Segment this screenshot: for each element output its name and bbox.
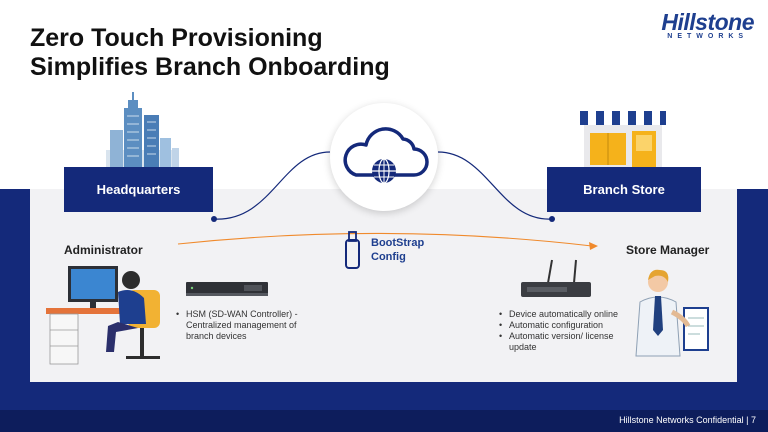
branch-bullet-list: Device automatically online Automatic co… xyxy=(497,309,637,353)
bootstrap-line-1: BootStrap xyxy=(371,237,425,249)
logo-subtext: NETWORKS xyxy=(667,33,749,40)
cloud-circle xyxy=(330,103,438,211)
title-line-1: Zero Touch Provisioning xyxy=(30,24,323,52)
usb-stick-icon xyxy=(345,231,360,269)
branch-connector-dot xyxy=(549,216,555,222)
controller-device-icon xyxy=(186,282,268,296)
administrator-figure xyxy=(46,266,160,365)
hsm-bullet-list: HSM (SD-WAN Controller) - Centralized ma… xyxy=(174,309,314,342)
store-manager-figure xyxy=(635,269,709,357)
cloud-branch-connector xyxy=(437,151,553,220)
branch-store-box: Branch Store xyxy=(547,167,701,212)
title-line-2: Simplifies Branch Onboarding xyxy=(30,53,390,81)
bootstrap-config-label: BootStrap Config xyxy=(371,236,424,264)
hq-connector-dot xyxy=(211,216,217,222)
headquarters-box: Headquarters xyxy=(64,167,213,212)
administrator-label: Administrator xyxy=(64,243,143,257)
cloud-globe-icon xyxy=(343,127,429,184)
slide-title: Zero Touch Provisioning Simplifies Branc… xyxy=(30,24,390,82)
list-item: Device automatically online xyxy=(497,309,637,320)
hq-cloud-connector xyxy=(213,151,331,220)
router-icon xyxy=(521,259,591,297)
provisioning-arrowhead xyxy=(589,242,598,250)
office-building-icon xyxy=(106,92,179,170)
list-item: HSM (SD-WAN Controller) - Centralized ma… xyxy=(174,309,314,342)
bootstrap-line-2: Config xyxy=(371,251,406,263)
list-item: Automatic version/ license update xyxy=(497,331,637,353)
provisioning-arrow xyxy=(177,232,593,247)
store-manager-label: Store Manager xyxy=(626,243,710,257)
hillstone-logo: Hillstone NETWORKS xyxy=(661,11,754,41)
footer-bar xyxy=(0,410,768,432)
footer-confidential-text: Hillstone Networks Confidential | 7 xyxy=(619,415,756,425)
logo-wordmark: Hillstone xyxy=(661,9,754,35)
list-item: Automatic configuration xyxy=(497,320,637,331)
shop-icon xyxy=(580,111,666,173)
